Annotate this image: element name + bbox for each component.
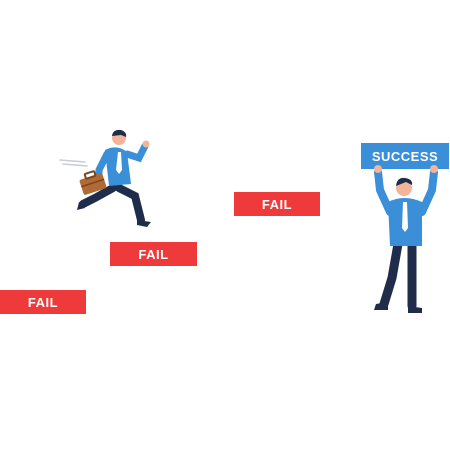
raised-hand xyxy=(142,140,150,148)
front-shoe xyxy=(137,220,151,227)
standing-businessman-figure xyxy=(374,165,438,313)
fail-label: FAIL xyxy=(261,196,293,212)
hair xyxy=(112,129,127,137)
left-arm xyxy=(374,168,394,216)
briefcase-icon xyxy=(79,170,107,195)
left-hand xyxy=(374,165,382,173)
fail-label: FAIL xyxy=(138,246,169,262)
right-hand xyxy=(430,165,438,173)
success-label: SUCCESS xyxy=(371,148,439,164)
left-shoe xyxy=(374,302,388,310)
back-leg xyxy=(79,184,117,208)
fail-step-middle: FAIL xyxy=(110,242,197,266)
running-businessman-figure xyxy=(59,129,151,227)
right-shoe xyxy=(408,306,422,313)
back-shoe xyxy=(77,202,85,210)
tie xyxy=(402,202,408,232)
left-leg xyxy=(379,239,403,309)
fail-step-high: FAIL xyxy=(234,192,320,216)
fail-step-low: FAIL xyxy=(0,290,86,314)
raised-arm xyxy=(123,142,149,163)
fail-label: FAIL xyxy=(27,294,59,310)
tie xyxy=(116,152,122,174)
speed-lines xyxy=(59,159,88,167)
success-sign: SUCCESS xyxy=(361,143,449,169)
right-arm xyxy=(418,168,438,216)
hair xyxy=(396,177,413,186)
front-leg xyxy=(115,184,145,224)
